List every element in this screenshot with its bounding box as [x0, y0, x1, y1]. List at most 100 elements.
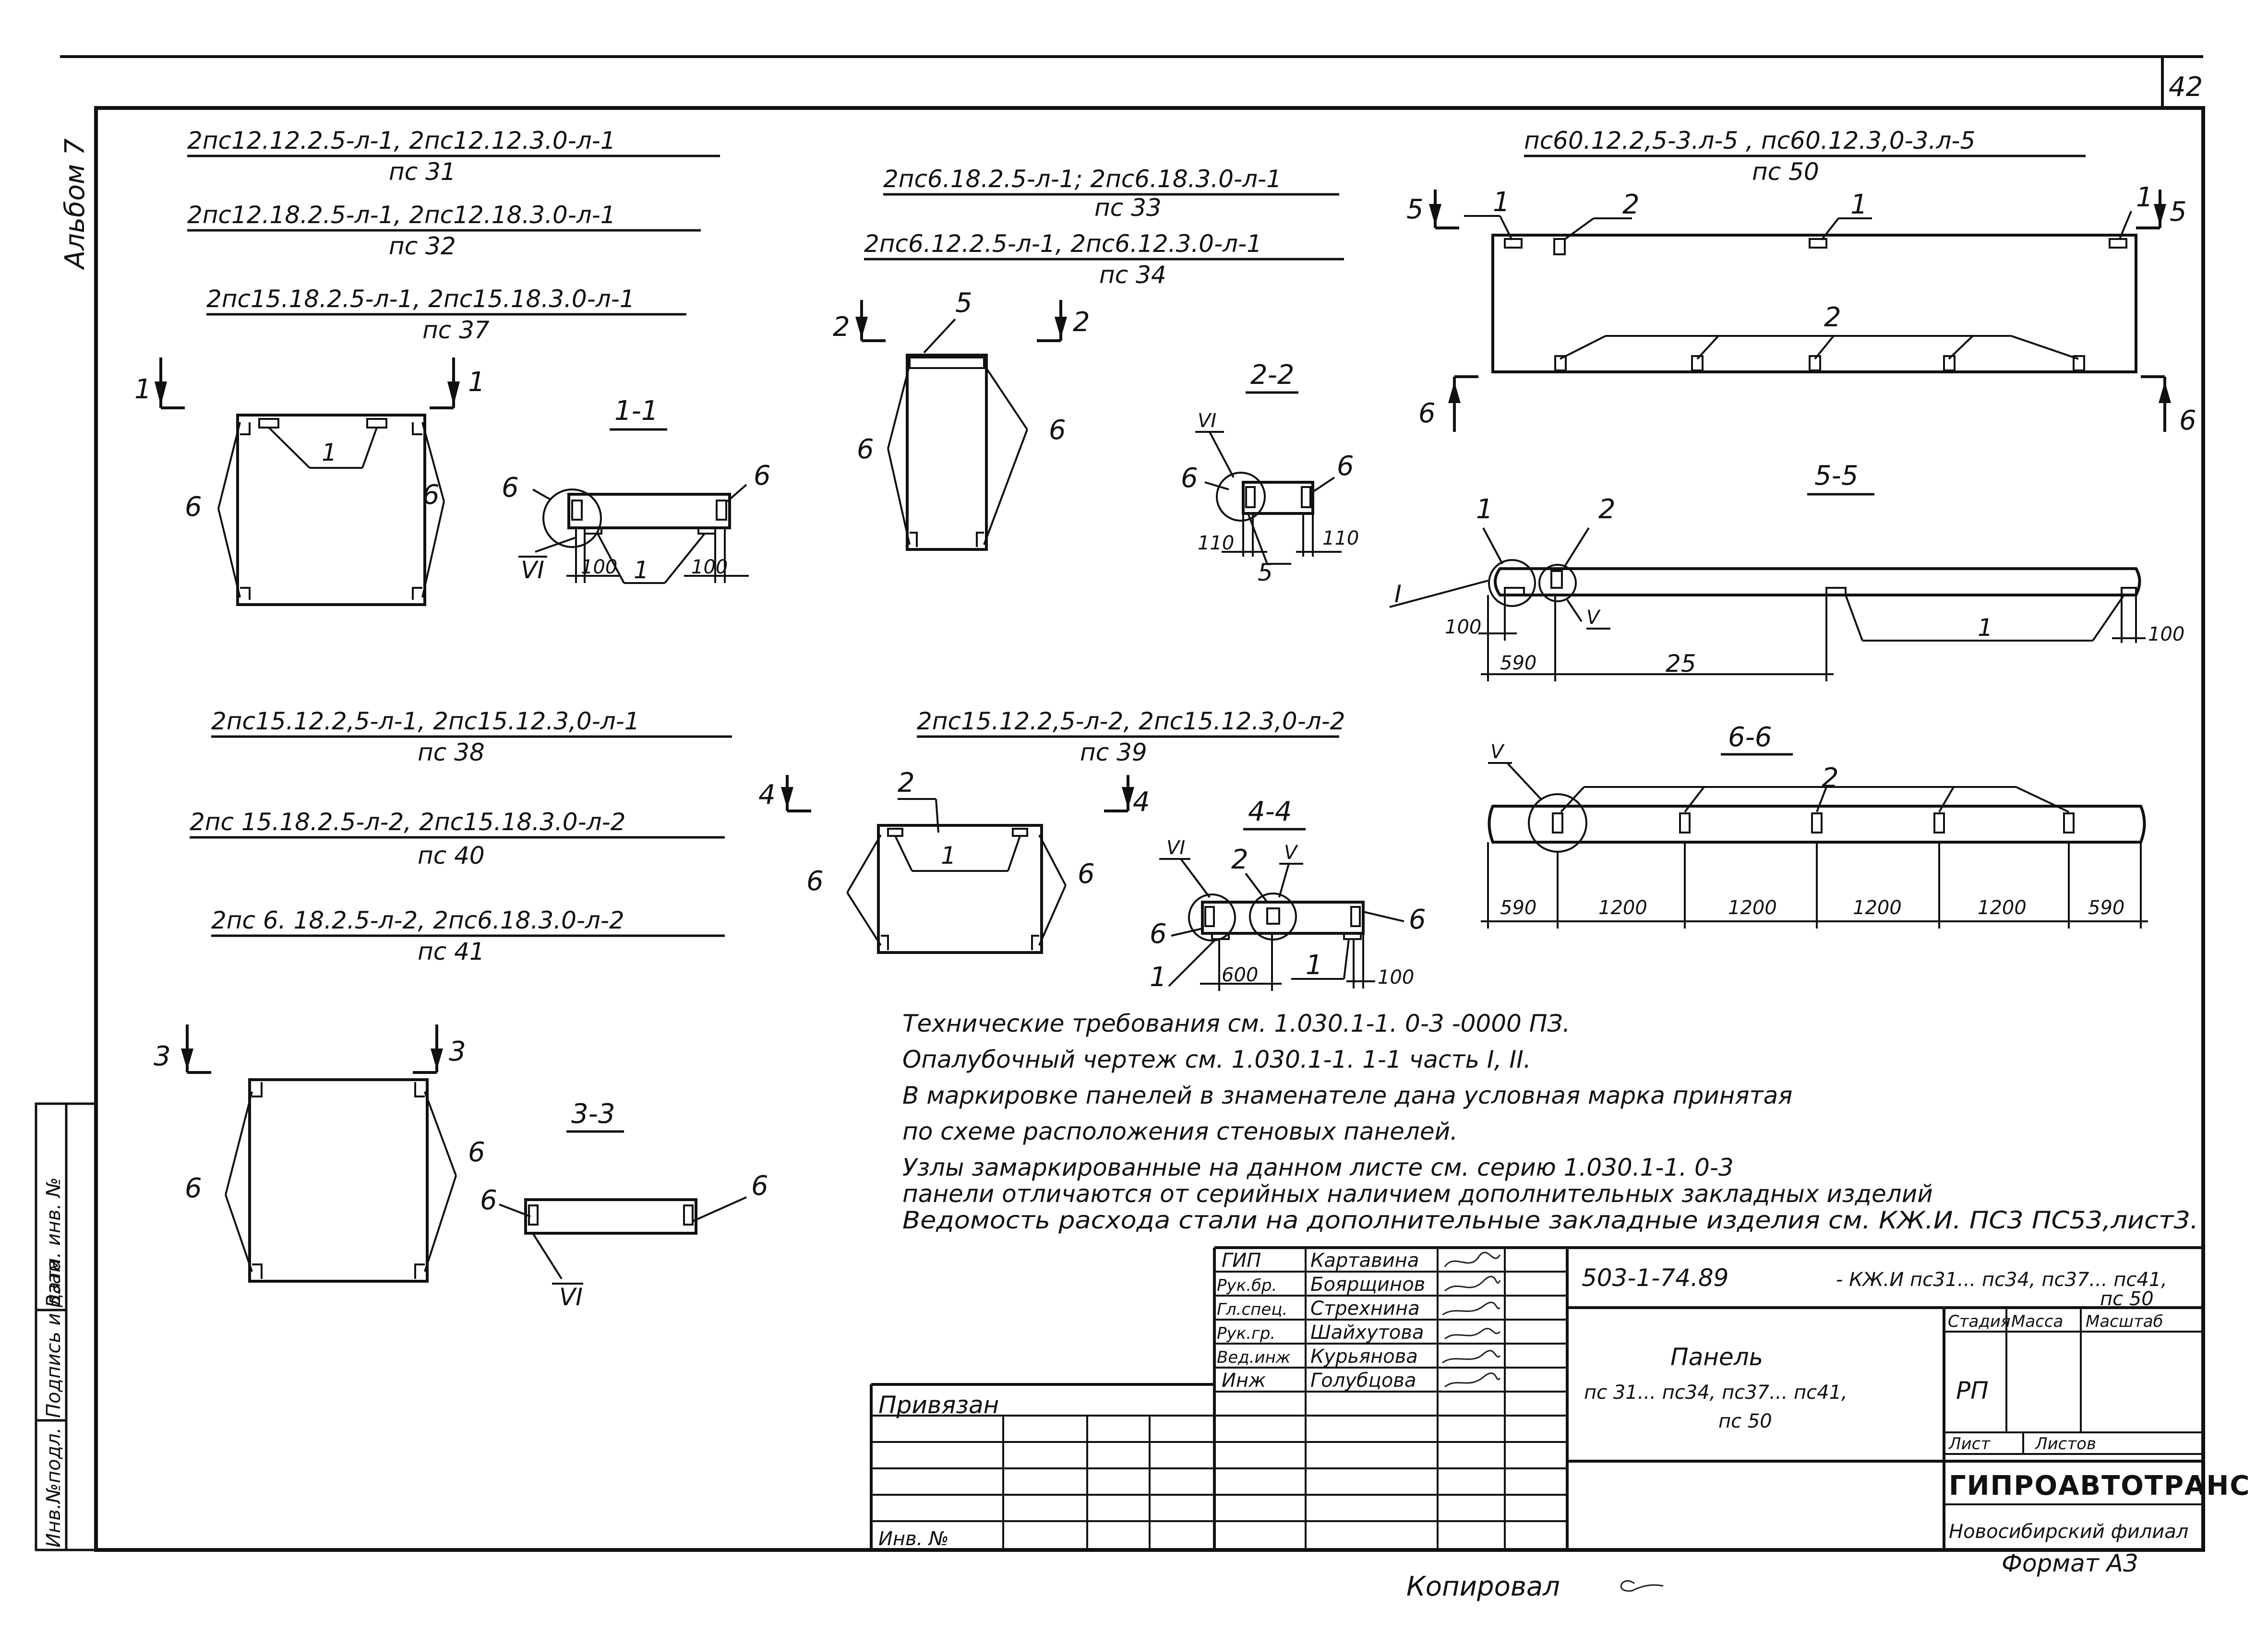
svg-text:Картавина: Картавина: [1310, 1250, 1419, 1272]
svg-text:Стрехнина: Стрехнина: [1310, 1298, 1420, 1320]
group-ps38-ps41: 2пс15.12.2,5-л-1, 2пс15.12.3,0-л-1 пс 38…: [154, 707, 768, 1311]
svg-text:590: 590: [1500, 897, 1536, 919]
mark-ps31-sub: пс 31: [389, 158, 456, 186]
section-mark-6-left: 6: [1418, 375, 1478, 432]
svg-text:2: 2: [1231, 844, 1248, 875]
note-4: по схеме расположения стеновых панелей.: [902, 1118, 1458, 1145]
svg-text:110: 110: [1198, 532, 1234, 554]
section-2-2: 2-2 VI 6 6 110 110 5: [1181, 359, 1359, 586]
mark-ps39: 2пс15.12.2,5-л-2, 2пс15.12.3,0-л-2: [917, 707, 1345, 735]
section-1-1: 1-1 6 6 VI 1 100 100: [502, 395, 771, 584]
svg-text:6: 6: [1337, 451, 1354, 482]
svg-text:2: 2: [1622, 189, 1640, 220]
section-mark-3-left: 3: [154, 1025, 211, 1074]
group-ps39: 2пс15.12.2,5-л-2, 2пс15.12.3,0-л-2 пс 39…: [758, 707, 1426, 993]
svg-text:4-4: 4-4: [1248, 796, 1292, 827]
svg-text:Рук.бр.: Рук.бр.: [1217, 1276, 1277, 1295]
group-ps33-ps34: 2пс6.18.2.5-л-1; 2пс6.18.3.0-л-1 пс 33 2…: [833, 165, 1359, 586]
sheet-header: Лист: [1948, 1434, 1991, 1453]
panel-ps31-elevation: 1 6 6: [185, 414, 445, 606]
mark-ps38-sub: пс 38: [418, 739, 485, 766]
svg-text:6: 6: [502, 472, 519, 503]
left-margin-strip: Инв.№подл. Подпись и дата Взам. инв. №: [35, 1102, 97, 1551]
mark-ps34: 2пс6.12.2.5-л-1, 2пс6.12.3.0-л-1: [864, 230, 1262, 258]
mark-ps39-sub: пс 39: [1080, 739, 1147, 766]
mark-ps37-sub: пс 37: [422, 316, 490, 344]
svg-text:6: 6: [857, 434, 874, 465]
svg-text:2: 2: [898, 767, 915, 798]
svg-text:6: 6: [480, 1185, 497, 1216]
svg-text:Рук.гр.: Рук.гр.: [1217, 1324, 1275, 1343]
copied-label: Копировал: [1406, 1571, 1560, 1602]
svg-text:Инж: Инж: [1222, 1370, 1266, 1392]
mark-ps40-sub: пс 40: [418, 842, 485, 870]
svg-text:VI: VI: [559, 1283, 583, 1311]
svg-text:1: 1: [2136, 182, 2153, 213]
stage-value: РП: [1956, 1377, 1989, 1405]
panel-ps50-elevation: 1 2 1 1 2: [1464, 182, 2153, 373]
drawing-title-1: Панель: [1670, 1343, 1763, 1371]
title-block: ГИП Картавина Рук.бр. Боярщинов Гл.спец.…: [870, 1246, 2249, 1550]
svg-text:6: 6: [751, 1170, 768, 1202]
section-mark-1-left: 1: [134, 357, 185, 409]
svg-text:2: 2: [1598, 494, 1616, 525]
svg-text:5-5: 5-5: [1814, 460, 1858, 491]
svg-text:100: 100: [2148, 623, 2184, 645]
note-1: Технические требования см. 1.030.1-1. 0-…: [902, 1010, 1570, 1037]
sheet-number: 42: [2169, 71, 2203, 103]
role-row-5: Вед.инж Курьянова: [1217, 1346, 1418, 1368]
svg-text:Гл.спец.: Гл.спец.: [1217, 1300, 1287, 1319]
group-ps31-ps37: 2пс12.12.2.5-л-1, 2пс12.12.3.0-л-1 пс 31…: [134, 127, 771, 606]
svg-text:3: 3: [449, 1036, 466, 1067]
svg-text:25: 25: [1666, 650, 1696, 678]
svg-text:VI: VI: [1166, 837, 1185, 859]
panel-ps38-elevation: 6 6: [185, 1078, 485, 1283]
svg-text:590: 590: [2088, 897, 2124, 919]
svg-text:6-6: 6-6: [1728, 722, 1772, 753]
mark-ps40: 2пс 15.18.2.5-л-2, 2пс15.18.3.0-л-2: [190, 808, 625, 836]
album-label: Альбом 7: [60, 138, 91, 270]
stage-header: Стадия: [1948, 1312, 2010, 1331]
mark-ps41: 2пс 6. 18.2.5-л-2, 2пс6.18.3.0-л-2: [211, 906, 624, 934]
section-mark-5-left: 5: [1406, 190, 1459, 229]
svg-text:6: 6: [422, 479, 440, 511]
svg-text:100: 100: [1445, 616, 1481, 638]
drawing-title-2: пс 31... пс34, пс37... пс41,: [1584, 1382, 1848, 1404]
svg-text:2: 2: [1824, 302, 1841, 333]
section-6-6: 6-6 V 2 590: [1481, 722, 2148, 929]
note-5: Узлы замаркированные на данном листе см.…: [902, 1154, 1734, 1181]
format-label: Формат А3: [2002, 1549, 2138, 1577]
mark-ps50-sub: пс 50: [1752, 158, 1819, 186]
svg-text:Курьянова: Курьянова: [1310, 1346, 1418, 1368]
svg-text:1: 1: [634, 556, 649, 584]
svg-text:6: 6: [185, 1173, 202, 1204]
group-ps50: пс60.12.2,5-3.л-5 , пс60.12.3,0-3.л-5 пс…: [1389, 127, 2196, 929]
sheets-header: Листов: [2034, 1434, 2096, 1453]
inv-no-label: Инв.№подл.: [43, 1427, 65, 1548]
svg-text:6: 6: [2179, 405, 2196, 436]
section-mark-5-right: 5: [2136, 190, 2187, 229]
role-row-2: Рук.бр. Боярщинов: [1217, 1274, 1425, 1296]
svg-text:V: V: [1586, 607, 1601, 629]
svg-text:5: 5: [1406, 194, 1424, 225]
svg-text:6: 6: [468, 1137, 485, 1168]
document-code-suffix-1: - КЖ.И пс31... пс34, пс37... пс41,: [1836, 1269, 2167, 1291]
note-2: Опалубочный чертеж см. 1.030.1-1. 1-1 ча…: [902, 1046, 1531, 1073]
mark-ps33: 2пс6.18.2.5-л-1; 2пс6.18.3.0-л-1: [883, 165, 1282, 193]
mark-ps31: 2пс12.12.2.5-л-1, 2пс12.12.3.0-л-1: [187, 127, 616, 155]
mark-ps32: 2пс12.18.2.5-л-1, 2пс12.18.3.0-л-1: [187, 201, 616, 229]
mark-ps32-sub: пс 32: [389, 232, 456, 260]
document-code: 503-1-74.89: [1582, 1264, 1728, 1292]
scale-header: Масштаб: [2086, 1312, 2163, 1331]
svg-text:6: 6: [754, 460, 771, 491]
role-row-3: Гл.спец. Стрехнина: [1217, 1298, 1420, 1320]
inv-no-field: Инв. №: [878, 1528, 949, 1550]
mark-ps37: 2пс15.18.2.5-л-1, 2пс15.18.3.0-л-1: [206, 285, 635, 313]
sheet-footer: Копировал Формат А3: [1406, 1549, 2138, 1602]
panel-ps33-elevation: 6 6: [857, 354, 1066, 551]
section-mark-4-right: 4: [1104, 775, 1150, 818]
svg-text:2: 2: [1822, 762, 1839, 794]
svg-text:2-2: 2-2: [1250, 359, 1294, 391]
svg-text:Голубцова: Голубцова: [1310, 1370, 1416, 1392]
